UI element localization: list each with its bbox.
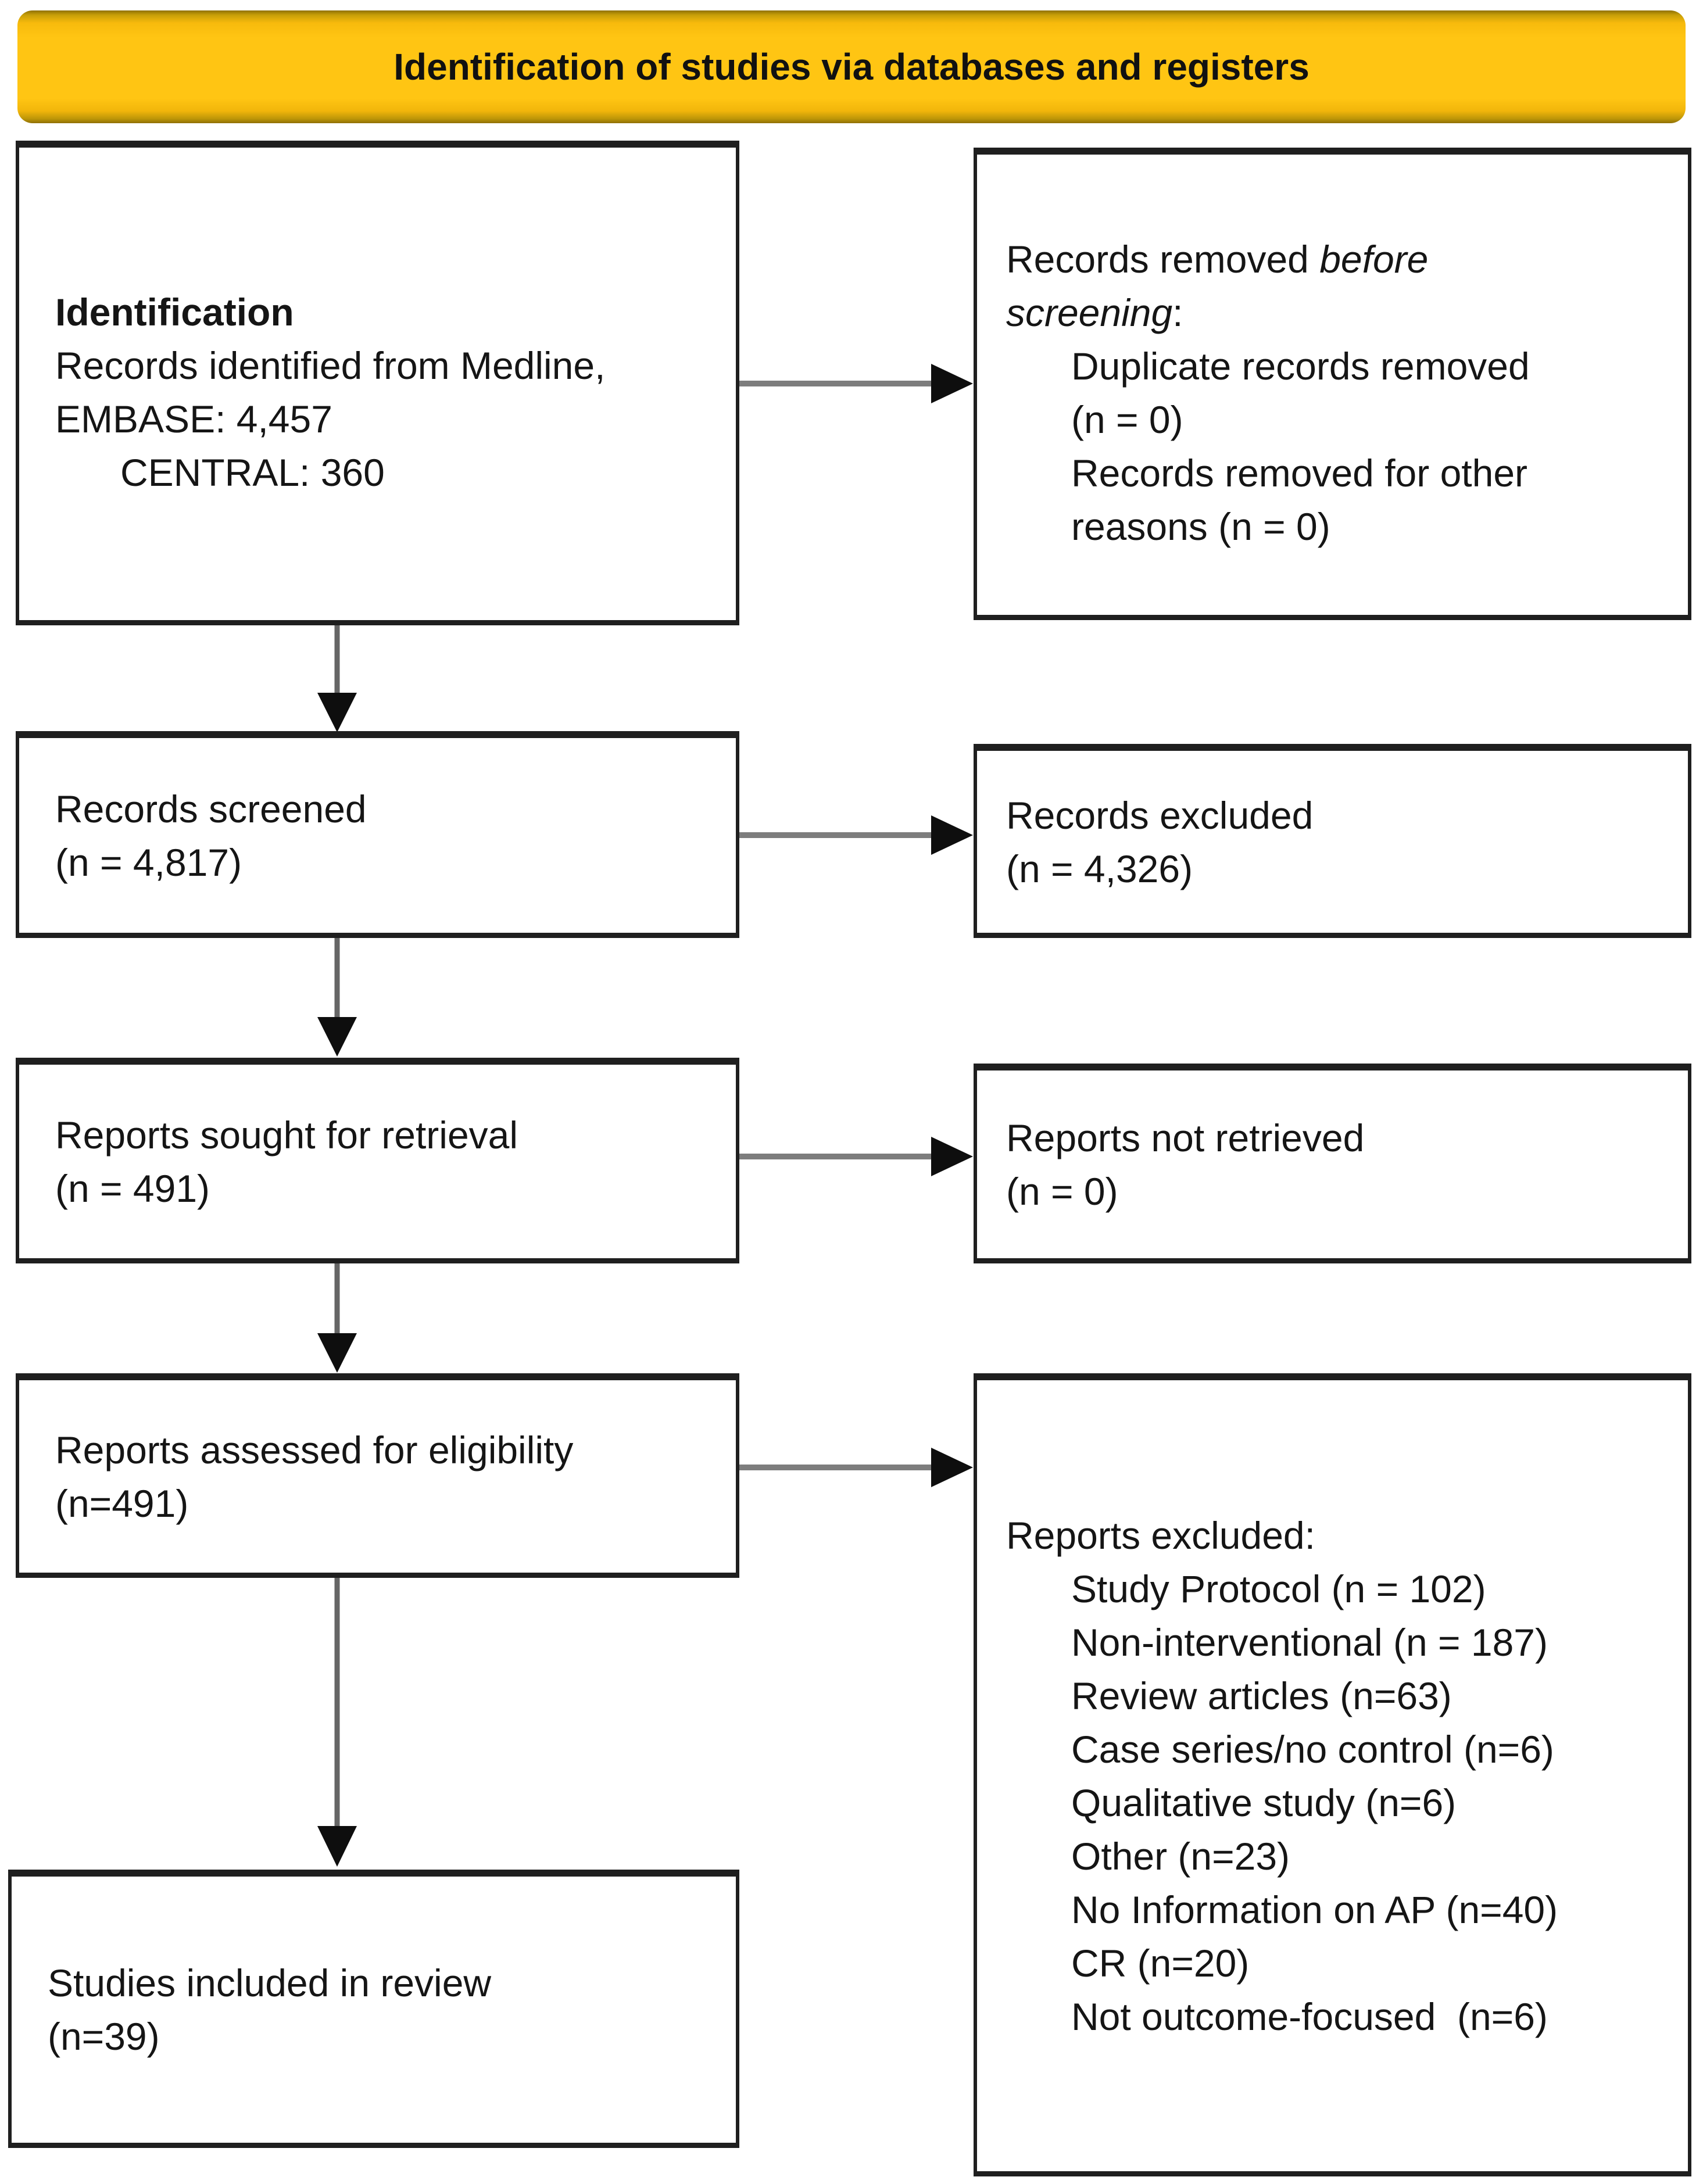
studies-included-line: Studies included in review	[48, 1961, 492, 2004]
identification-heading: Identification	[55, 290, 294, 334]
arrow-sought-to-assessed-head	[317, 1333, 357, 1373]
arrow-screened-to-sought-head	[317, 1017, 357, 1057]
reason-study-protocol: Study Protocol (n = 102)	[1071, 1567, 1486, 1610]
records-removed-line-1: Records removed before	[1006, 232, 1676, 286]
reports-sought-count: (n = 491)	[55, 1166, 210, 1210]
box-records-screened: Records screened (n = 4,817)	[16, 731, 739, 938]
reports-not-retrieved-count: (n = 0)	[1006, 1169, 1118, 1213]
records-identified-line: Records identified from Medline,	[55, 343, 606, 387]
reason-case-series: Case series/no control (n=6)	[1071, 1727, 1554, 1771]
box-reports-assessed: Reports assessed for eligibility (n=491)	[16, 1373, 739, 1578]
box-studies-included: Studies included in review (n=39)	[8, 1870, 739, 2148]
arrow-assessed-to-reasons-head	[931, 1448, 973, 1487]
other-reasons-line: Records removed for other	[1071, 452, 1528, 495]
records-removed-line-2: screening:	[1006, 286, 1676, 339]
header-banner: Identification of studies via databases …	[17, 10, 1686, 123]
reports-excluded-heading: Reports excluded:	[1006, 1513, 1315, 1557]
box-reports-not-retrieved: Reports not retrieved (n = 0)	[974, 1064, 1691, 1263]
arrow-identified-to-screened-head	[317, 693, 357, 732]
arrow-identified-to-removed-head	[931, 364, 973, 403]
reports-sought-line: Reports sought for retrieval	[55, 1113, 518, 1157]
reason-review-articles: Review articles (n=63)	[1071, 1674, 1452, 1717]
box-reports-sought: Reports sought for retrieval (n = 491)	[16, 1058, 739, 1263]
box-reports-excluded-reasons: Reports excluded: Study Protocol (n = 10…	[974, 1373, 1691, 2176]
studies-included-text: Studies included in review (n=39)	[12, 1956, 736, 2063]
banner-title: Identification of studies via databases …	[393, 46, 1310, 88]
reports-not-retrieved-line: Reports not retrieved	[1006, 1116, 1365, 1159]
records-identified-text: Identification Records identified from M…	[19, 269, 736, 499]
reports-sought-text: Reports sought for retrieval (n = 491)	[19, 1108, 736, 1215]
reason-other: Other (n=23)	[1071, 1834, 1290, 1878]
screening-colon: :	[1172, 291, 1183, 334]
records-excluded-line: Records excluded	[1006, 793, 1314, 837]
records-removed-normal: Records removed	[1006, 238, 1320, 281]
records-excluded-text: Records excluded (n = 4,326)	[977, 789, 1688, 896]
reports-assessed-line: Reports assessed for eligibility	[55, 1428, 574, 1471]
arrow-sought-to-notretrieved-head	[931, 1137, 973, 1176]
box-records-excluded: Records excluded (n = 4,326)	[974, 744, 1691, 938]
embase-count-line: EMBASE: 4,457	[55, 397, 332, 441]
records-screened-count: (n = 4,817)	[55, 840, 242, 884]
reports-assessed-count: (n=491)	[55, 1481, 189, 1525]
reason-no-information-ap: No Information on AP (n=40)	[1071, 1888, 1558, 1931]
reports-assessed-text: Reports assessed for eligibility (n=491)	[19, 1423, 736, 1530]
records-removed-text: Records removed before screening: Duplic…	[977, 216, 1688, 553]
box-records-identified: Identification Records identified from M…	[16, 141, 739, 625]
duplicate-records-line: Duplicate records removed	[1071, 345, 1530, 388]
reason-not-outcome-focused: Not outcome-focused (n=6)	[1071, 1995, 1548, 2038]
reason-cr: CR (n=20)	[1071, 1941, 1250, 1985]
screening-italic: screening	[1006, 291, 1173, 334]
duplicate-records-count: (n = 0)	[1071, 398, 1183, 441]
reason-non-interventional: Non-interventional (n = 187)	[1071, 1620, 1548, 1664]
records-removed-before-italic: before	[1319, 238, 1429, 281]
records-excluded-count: (n = 4,326)	[1006, 847, 1193, 890]
other-reasons-count: reasons (n = 0)	[1071, 505, 1330, 548]
reports-not-retrieved-text: Reports not retrieved (n = 0)	[977, 1111, 1688, 1218]
arrow-screened-to-excluded-head	[931, 815, 973, 855]
reason-qualitative-study: Qualitative study (n=6)	[1071, 1781, 1457, 1824]
arrow-assessed-to-included-head	[317, 1826, 357, 1867]
reports-excluded-reasons-text: Reports excluded: Study Protocol (n = 10…	[977, 1509, 1688, 2043]
central-count-line: CENTRAL: 360	[120, 450, 385, 494]
box-records-removed-before-screening: Records removed before screening: Duplic…	[974, 148, 1691, 620]
studies-included-count: (n=39)	[48, 2015, 160, 2058]
records-screened-line: Records screened	[55, 787, 367, 830]
records-screened-text: Records screened (n = 4,817)	[19, 782, 736, 889]
